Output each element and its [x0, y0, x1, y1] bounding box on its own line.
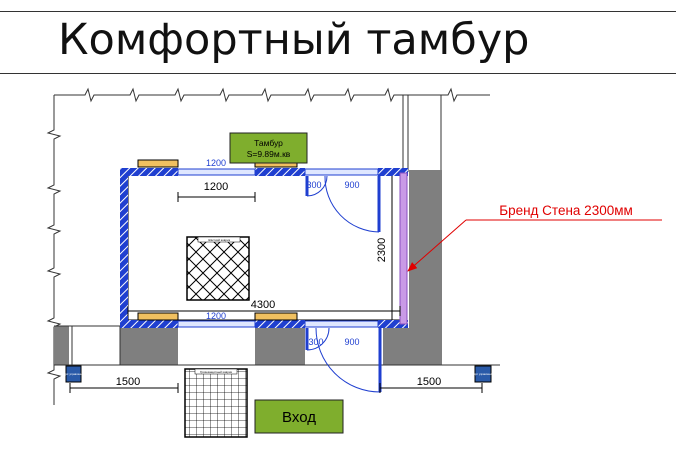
wall-outline [71, 325, 121, 366]
wall-left [120, 168, 128, 328]
door-bottom-small-dimension: 300 [308, 337, 323, 347]
control-panel-left [65, 365, 82, 383]
door-bottom-large-dimension: 900 [344, 337, 359, 347]
entrance-label-box [254, 399, 344, 434]
wall-bottom-mid [255, 320, 305, 328]
outer-boundary-top [54, 87, 490, 103]
door-swing-small-top [306, 175, 328, 197]
entrance-grid-mat [184, 368, 248, 438]
radiator [254, 312, 298, 321]
door-opening-bottom [304, 320, 379, 328]
radiator [137, 159, 179, 168]
callout-arrow [407, 219, 467, 272]
outer-right-dimension: 1500 [417, 376, 441, 388]
door-opening-top [304, 168, 379, 176]
door-swing-small-bottom [306, 327, 330, 351]
concrete-block [54, 326, 69, 365]
title-top-rule [0, 11, 676, 12]
window-top [177, 168, 256, 176]
window-top-label: 1200 [206, 158, 226, 168]
door-swing-large-bottom [315, 327, 381, 393]
callout-text: Бренд Стена 2300мм [499, 203, 633, 218]
outer-left-dimension: 1500 [116, 376, 140, 388]
entrance-label: Вход [282, 409, 316, 426]
title-bottom-rule [0, 73, 676, 74]
control-panel-right [474, 365, 492, 383]
room-tag-area: S=9.89м.кв [247, 149, 291, 159]
concrete-block [255, 328, 305, 365]
window-bottom [177, 320, 256, 328]
room-height-dimension: 2300 [376, 238, 388, 262]
window-top-dimension: 1200 [204, 181, 228, 193]
center-mat [186, 236, 250, 301]
room-interior [127, 174, 401, 321]
wall-top-left [120, 168, 178, 176]
brand-wall [399, 172, 408, 325]
room-tag [229, 132, 308, 164]
center-mat-tag [197, 236, 241, 243]
wall-bottom-left [120, 320, 178, 328]
wall-top-mid [255, 168, 305, 176]
control-panel-left-text: Щит управления [64, 372, 85, 376]
concrete-block [120, 328, 178, 365]
room-tag-name: Тамбур [254, 138, 283, 148]
entrance-grid-mat-tag [194, 368, 238, 375]
center-mat-tag-text: Жёсткий коврик [208, 238, 231, 242]
door-top-large-dimension: 900 [344, 180, 359, 190]
door-top-small-dimension: 300 [306, 180, 321, 190]
page-title: Комфортный тамбур [58, 15, 530, 65]
wall-top-right [378, 168, 408, 176]
room-length-dimension: 4300 [251, 299, 275, 311]
entrance-grid-mat-tag-text: Грязезащитный коврик [200, 370, 232, 374]
concrete-block [383, 328, 442, 365]
control-panel-right-text: Щит управления [473, 372, 494, 376]
wall-bottom-right [378, 320, 408, 328]
door-swing-large-top [324, 175, 380, 233]
window-bottom-label: 1200 [206, 311, 226, 321]
radiator [137, 312, 179, 321]
